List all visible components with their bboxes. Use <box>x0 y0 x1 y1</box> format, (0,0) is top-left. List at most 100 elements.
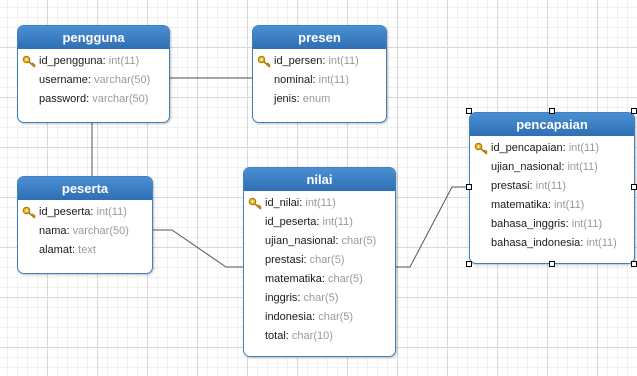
field-name: nominal <box>274 74 313 86</box>
field-name: prestasi <box>491 180 530 192</box>
field-type: int(11) <box>535 180 567 192</box>
field-type: varchar(50) <box>92 93 149 105</box>
field-type: text <box>78 244 96 256</box>
key-icon <box>257 55 271 68</box>
table-peserta[interactable]: peserta id_peserta: int(11) nama: varcha… <box>17 176 153 274</box>
field-type: char(5) <box>303 292 339 304</box>
table-title: pencapaian <box>470 113 634 136</box>
field-row[interactable]: bahasa_inggris: int(11) <box>491 218 603 230</box>
field-row[interactable]: bahasa_indonesia: int(11) <box>491 237 617 249</box>
field-name: username <box>39 74 88 86</box>
field-type: char(5) <box>341 235 377 247</box>
field-type: char(5) <box>327 273 363 285</box>
relation-line-peserta-nilai[interactable] <box>153 229 243 268</box>
table-title: peserta <box>18 177 152 200</box>
field-row[interactable]: password: varchar(50) <box>39 93 149 105</box>
field-type: int(11) <box>571 218 603 230</box>
resize-handle-e[interactable] <box>631 184 637 190</box>
field-row[interactable]: matematika: char(5) <box>265 273 363 285</box>
field-type: int(11) <box>568 142 600 154</box>
field-row[interactable]: matematika: int(11) <box>491 199 585 211</box>
field-name: alamat <box>39 244 73 256</box>
table-title: pengguna <box>18 26 169 49</box>
table-pengguna[interactable]: pengguna id_pengguna: int(11) username: … <box>17 25 170 123</box>
field-name: jenis <box>274 93 297 105</box>
table-title: presen <box>253 26 386 49</box>
table-title: nilai <box>244 168 395 191</box>
field-row[interactable]: ujian_nasional: int(11) <box>491 161 598 173</box>
field-name: matematika <box>265 273 322 285</box>
field-row[interactable]: id_peserta: int(11) <box>18 203 152 222</box>
resize-handle-w[interactable] <box>466 184 472 190</box>
field-name: bahasa_indonesia <box>491 237 581 249</box>
table-pencapaian[interactable]: pencapaian id_pencapaian: int(11) ujian_… <box>469 112 635 264</box>
field-type: int(11) <box>108 55 140 67</box>
field-name: password <box>39 93 87 105</box>
field-name: prestasi <box>265 254 304 266</box>
field-row[interactable]: id_persen: int(11) <box>253 52 386 71</box>
field-name: id_peserta <box>265 216 317 228</box>
field-name: matematika <box>491 199 548 211</box>
field-row[interactable]: nominal: int(11) <box>274 74 350 86</box>
field-type: int(11) <box>586 237 617 249</box>
key-icon <box>22 55 36 68</box>
field-name: id_peserta <box>39 206 91 218</box>
field-row[interactable]: ujian_nasional: char(5) <box>265 235 377 247</box>
field-list: id_pencapaian: int(11) ujian_nasional: i… <box>470 136 634 257</box>
field-name: ujian_nasional <box>265 235 336 247</box>
field-row[interactable]: id_pencapaian: int(11) <box>470 139 634 158</box>
field-row[interactable]: nama: varchar(50) <box>39 225 129 237</box>
table-presen[interactable]: presen id_persen: int(11) nominal: int(1… <box>252 25 387 123</box>
resize-handle-n[interactable] <box>549 108 555 114</box>
field-row[interactable]: prestasi: int(11) <box>491 180 567 192</box>
field-row[interactable]: id_nilai: int(11) <box>244 194 395 213</box>
field-name: nama <box>39 225 67 237</box>
field-type: varchar(50) <box>94 74 151 86</box>
field-name: id_pencapaian <box>491 142 563 154</box>
field-name: id_pengguna <box>39 55 103 67</box>
field-name: total <box>265 330 286 342</box>
resize-handle-ne[interactable] <box>631 108 637 114</box>
resize-handle-nw[interactable] <box>466 108 472 114</box>
key-icon <box>248 197 262 210</box>
field-type: varchar(50) <box>72 225 129 237</box>
field-list: id_pengguna: int(11) username: varchar(5… <box>18 49 169 113</box>
relation-line-nilai-pencapaian[interactable] <box>396 186 469 268</box>
field-row[interactable]: jenis: enum <box>274 93 331 105</box>
resize-handle-s[interactable] <box>549 261 555 267</box>
field-type: char(5) <box>318 311 354 323</box>
field-row[interactable]: id_peserta: int(11) <box>265 216 353 228</box>
field-type: int(11) <box>322 216 353 228</box>
field-type: int(11) <box>96 206 127 218</box>
table-nilai[interactable]: nilai id_nilai: int(11) id_peserta: int(… <box>243 167 396 357</box>
field-type: enum <box>302 93 331 105</box>
field-type: int(11) <box>567 161 598 173</box>
field-row[interactable]: total: char(10) <box>265 330 333 342</box>
field-type: int(11) <box>553 199 585 211</box>
field-list: id_persen: int(11) nominal: int(11) jeni… <box>253 49 386 113</box>
field-row[interactable]: id_pengguna: int(11) <box>18 52 169 71</box>
field-row[interactable]: alamat: text <box>39 244 96 256</box>
field-type: int(11) <box>328 55 359 67</box>
field-type: int(11) <box>305 197 336 209</box>
field-name: id_persen <box>274 55 323 67</box>
field-name: indonesia <box>265 311 313 323</box>
field-name: bahasa_inggris <box>491 218 566 230</box>
field-type: int(11) <box>318 74 350 86</box>
field-type: char(5) <box>309 254 345 266</box>
field-row[interactable]: inggris: char(5) <box>265 292 339 304</box>
field-row[interactable]: prestasi: char(5) <box>265 254 345 266</box>
key-icon <box>474 142 488 155</box>
key-icon <box>22 206 36 219</box>
field-list: id_nilai: int(11) id_peserta: int(11) uj… <box>244 191 395 350</box>
field-list: id_peserta: int(11) nama: varchar(50) al… <box>18 200 152 264</box>
field-name: inggris <box>265 292 298 304</box>
field-name: ujian_nasional <box>491 161 562 173</box>
field-type: char(10) <box>291 330 333 342</box>
field-name: id_nilai <box>265 197 300 209</box>
field-row[interactable]: indonesia: char(5) <box>265 311 354 323</box>
field-row[interactable]: username: varchar(50) <box>39 74 151 86</box>
resize-handle-sw[interactable] <box>466 261 472 267</box>
resize-handle-se[interactable] <box>631 261 637 267</box>
